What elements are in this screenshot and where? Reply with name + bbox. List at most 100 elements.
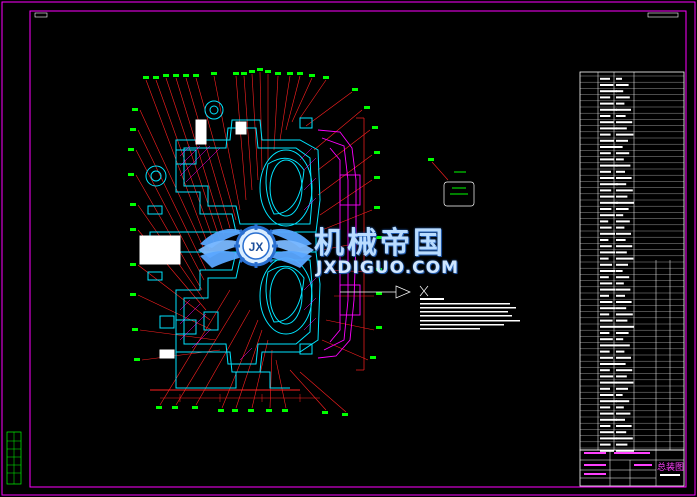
table-row-text — [616, 96, 630, 99]
table-row-text — [616, 294, 625, 297]
table-row-text — [600, 301, 613, 303]
table-row-text — [600, 288, 616, 291]
dimension-lines — [160, 394, 320, 402]
table-row-text — [600, 332, 610, 334]
table-row-text — [616, 158, 624, 161]
table-row-text — [616, 431, 627, 434]
table-row-text — [600, 307, 616, 310]
table-row-text — [600, 375, 614, 378]
table-row-text — [600, 158, 615, 161]
table-row-text — [616, 381, 634, 384]
table-row-text — [616, 239, 626, 241]
table-row-text — [600, 394, 614, 396]
table-row-text — [616, 220, 630, 223]
table-row-text — [600, 319, 613, 322]
table-row-text — [600, 418, 617, 421]
top-right-mark — [647, 12, 679, 18]
table-row-text — [616, 276, 630, 279]
table-row-text — [600, 232, 615, 235]
table-row-text — [616, 208, 629, 210]
table-row-text — [616, 449, 634, 452]
table-row-text — [600, 350, 610, 353]
table-row-text — [600, 189, 612, 192]
parts-list-rows — [580, 75, 684, 452]
table-row-text — [600, 449, 614, 452]
table-row-text — [616, 282, 624, 285]
table-row-text — [600, 437, 618, 440]
table-row-text — [600, 90, 617, 93]
table-row-text — [600, 226, 612, 229]
table-row-text — [616, 226, 625, 229]
table-row-text — [600, 294, 609, 297]
table-row-text — [600, 239, 609, 241]
table-row-text — [600, 133, 611, 136]
table-row-text — [616, 319, 628, 322]
table-row-text — [600, 146, 618, 148]
table-row-text — [616, 418, 625, 421]
table-row-text — [600, 257, 609, 260]
table-row-text — [616, 437, 633, 440]
table-row-text — [600, 400, 617, 403]
table-row-text — [616, 301, 632, 303]
table-row-text — [616, 164, 631, 167]
table-row-text — [600, 276, 609, 279]
table-row-text — [600, 139, 614, 142]
table-row-text — [616, 369, 633, 372]
table-row-text — [616, 139, 628, 142]
table-row-text — [600, 443, 611, 446]
watermark-site-text: JXDIGUO.COM — [316, 258, 460, 278]
table-row-text — [600, 108, 617, 111]
table-row-text — [616, 332, 629, 334]
table-row-text — [616, 201, 634, 204]
table-row-text — [600, 77, 610, 80]
table-row-text — [600, 282, 613, 285]
table-row-text — [600, 84, 614, 86]
leader-lines — [135, 71, 375, 413]
table-row-text — [600, 270, 616, 272]
table-row-text — [600, 170, 611, 173]
table-row-text — [600, 431, 614, 434]
table-row-text — [616, 443, 628, 446]
table-row-text — [616, 375, 627, 378]
top-left-mark — [34, 12, 48, 18]
table-row-text — [616, 251, 627, 254]
table-row-text — [616, 425, 632, 427]
table-row-text — [600, 195, 615, 198]
table-row-text — [600, 381, 617, 384]
table-row-text — [600, 183, 618, 186]
table-row-text — [616, 307, 627, 310]
table-row-text — [616, 133, 634, 136]
table-row-text — [600, 313, 610, 316]
table-row-text — [600, 220, 609, 223]
watermark-chinese-text: 机械帝国 — [314, 226, 446, 261]
table-row-text — [616, 121, 633, 124]
table-row-text — [616, 170, 625, 173]
title-block — [579, 449, 685, 487]
table-row-text — [600, 121, 614, 124]
table-row-text — [616, 338, 624, 341]
table-row-text — [616, 183, 627, 186]
table-row-text — [616, 263, 628, 266]
table-row-text — [616, 257, 634, 260]
table-row-text — [600, 115, 611, 117]
table-row-text — [600, 201, 618, 204]
parts-list-table — [579, 71, 685, 452]
table-row-text — [616, 356, 631, 359]
table-row-text — [600, 387, 610, 390]
table-row-text — [616, 232, 631, 235]
table-row-text — [616, 406, 624, 409]
table-row-text — [600, 251, 616, 254]
table-row-text — [616, 115, 626, 117]
table-row-text — [600, 214, 615, 217]
table-row-text — [616, 350, 625, 353]
table-row-text — [616, 245, 633, 248]
table-row-text — [600, 177, 615, 179]
table-row-text — [600, 406, 611, 409]
table-row-text — [616, 108, 631, 111]
watermark-badge-letters: JX — [249, 240, 264, 254]
table-row-text — [600, 164, 618, 167]
drawing-title: 总装图 — [657, 463, 685, 473]
table-row-text — [616, 400, 630, 403]
